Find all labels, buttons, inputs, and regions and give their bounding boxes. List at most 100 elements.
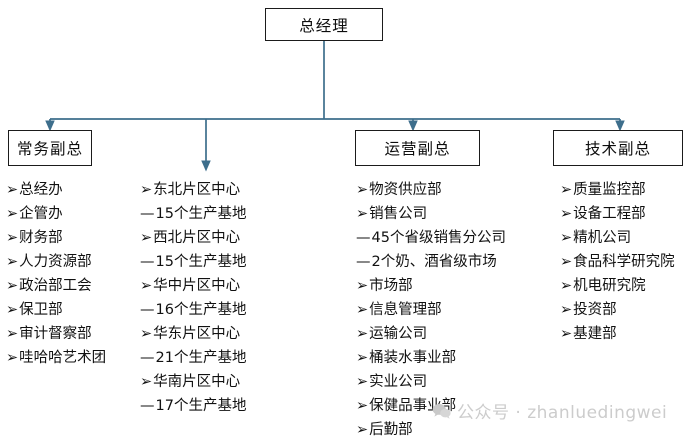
list-item-label: 17个生产基地 [155,398,247,414]
arrow-bullet-icon: ➢ [560,206,573,222]
list-item-label: 华东片区中心 [153,326,241,342]
list-item[interactable]: ➢东北片区中心 [140,178,246,202]
arrow-bullet-icon: ➢ [140,374,153,390]
dash-bullet-icon: — [140,302,155,318]
list-item-label: 15个生产基地 [155,206,247,222]
arrow-bullet-icon: ➢ [356,326,369,342]
arrow-bullet-icon: ➢ [140,278,153,294]
list-item[interactable]: ➢精机公司 [560,226,675,250]
arrow-bullet-icon: ➢ [356,350,369,366]
list-item[interactable]: ➢设备工程部 [560,202,675,226]
list-item[interactable]: ➢后勤部 [356,418,506,436]
dash-bullet-icon: — [140,206,155,222]
list-item-label: 16个生产基地 [155,302,247,318]
list-item-sub[interactable]: —15个生产基地 [140,250,246,274]
dash-bullet-icon: — [140,398,155,414]
arrow-bullet-icon: ➢ [560,278,573,294]
dash-bullet-icon: — [140,350,155,366]
list-item[interactable]: ➢运输公司 [356,322,506,346]
list-item-label: 政治部工会 [19,278,92,294]
list-item[interactable]: ➢华南片区中心 [140,370,246,394]
list-item-label: 市场部 [369,278,413,294]
dash-bullet-icon: — [356,230,371,246]
list-item-label: 基建部 [573,326,617,342]
list-item[interactable]: ➢食品科学研究院 [560,250,675,274]
department-list-technical: ➢质量监控部➢设备工程部➢精机公司➢食品科学研究院➢机电研究院➢投资部➢基建部 [560,178,675,346]
arrow-bullet-icon: ➢ [6,206,19,222]
list-item[interactable]: ➢总经办 [6,178,106,202]
list-item-label: 物资供应部 [369,182,442,198]
list-item[interactable]: ➢机电研究院 [560,274,675,298]
arrow-bullet-icon: ➢ [356,278,369,294]
list-item-sub[interactable]: —45个省级销售分公司 [356,226,506,250]
node-executive-vice-president[interactable]: 常务副总 [8,130,92,166]
arrow-bullet-icon: ➢ [356,182,369,198]
dash-bullet-icon: — [140,254,155,270]
list-item[interactable]: ➢华东片区中心 [140,322,246,346]
node-general-manager[interactable]: 总经理 [265,8,383,41]
list-item-label: 45个省级销售分公司 [371,230,506,246]
arrow-bullet-icon: ➢ [356,206,369,222]
node-operations-vice-president[interactable]: 运营副总 [355,130,480,166]
department-list-regional: ➢东北片区中心—15个生产基地➢西北片区中心—15个生产基地➢华中片区中心—16… [140,178,246,418]
list-item-label: 桶装水事业部 [369,350,457,366]
dash-bullet-icon: — [356,254,371,270]
list-item-label: 财务部 [19,230,63,246]
department-list-operations: ➢物资供应部➢销售公司—45个省级销售分公司—2个奶、酒省级市场➢市场部➢信息管… [356,178,506,436]
list-item-label: 质量监控部 [573,182,646,198]
list-item[interactable]: ➢保卫部 [6,298,106,322]
list-item-label: 后勤部 [369,422,413,436]
arrow-bullet-icon: ➢ [6,278,19,294]
list-item-label: 2个奶、酒省级市场 [371,254,497,270]
list-item-label: 人力资源部 [19,254,92,270]
watermark: 公众号 · zhanluedingwei [432,398,667,423]
list-item-label: 东北片区中心 [153,182,241,198]
arrow-bullet-icon: ➢ [560,254,573,270]
arrow-bullet-icon: ➢ [6,254,19,270]
department-list-executive: ➢总经办➢企管办➢财务部➢人力资源部➢政治部工会➢保卫部➢审计督察部➢哇哈哈艺术… [6,178,106,370]
arrow-bullet-icon: ➢ [6,302,19,318]
list-item[interactable]: ➢信息管理部 [356,298,506,322]
list-item-label: 企管办 [19,206,63,222]
list-item-label: 食品科学研究院 [573,254,675,270]
node-technical-vice-president[interactable]: 技术副总 [553,130,683,166]
arrow-bullet-icon: ➢ [356,398,369,414]
arrow-bullet-icon: ➢ [560,182,573,198]
list-item[interactable]: ➢销售公司 [356,202,506,226]
list-item-label: 实业公司 [369,374,428,390]
list-item-sub[interactable]: —16个生产基地 [140,298,246,322]
list-item-label: 设备工程部 [573,206,646,222]
list-item[interactable]: ➢政治部工会 [6,274,106,298]
list-item[interactable]: ➢市场部 [356,274,506,298]
list-item-sub[interactable]: —2个奶、酒省级市场 [356,250,506,274]
arrow-bullet-icon: ➢ [140,326,153,342]
list-item[interactable]: ➢基建部 [560,322,675,346]
list-item-label: 西北片区中心 [153,230,241,246]
list-item[interactable]: ➢人力资源部 [6,250,106,274]
list-item[interactable]: ➢西北片区中心 [140,226,246,250]
arrow-bullet-icon: ➢ [560,326,573,342]
list-item[interactable]: ➢财务部 [6,226,106,250]
arrow-bullet-icon: ➢ [356,422,369,436]
list-item-sub[interactable]: —15个生产基地 [140,202,246,226]
arrow-bullet-icon: ➢ [560,302,573,318]
list-item-label: 总经办 [19,182,63,198]
list-item-label: 21个生产基地 [155,350,247,366]
list-item-sub[interactable]: —21个生产基地 [140,346,246,370]
list-item[interactable]: ➢实业公司 [356,370,506,394]
list-item[interactable]: ➢桶装水事业部 [356,346,506,370]
arrow-bullet-icon: ➢ [6,326,19,342]
list-item[interactable]: ➢企管办 [6,202,106,226]
list-item[interactable]: ➢投资部 [560,298,675,322]
list-item[interactable]: ➢华中片区中心 [140,274,246,298]
list-item[interactable]: ➢质量监控部 [560,178,675,202]
list-item-sub[interactable]: —17个生产基地 [140,394,246,418]
arrow-bullet-icon: ➢ [140,182,153,198]
list-item[interactable]: ➢审计督察部 [6,322,106,346]
list-item[interactable]: ➢哇哈哈艺术团 [6,346,106,370]
arrow-bullet-icon: ➢ [6,182,19,198]
list-item-label: 审计督察部 [19,326,92,342]
list-item[interactable]: ➢物资供应部 [356,178,506,202]
list-item-label: 机电研究院 [573,278,646,294]
